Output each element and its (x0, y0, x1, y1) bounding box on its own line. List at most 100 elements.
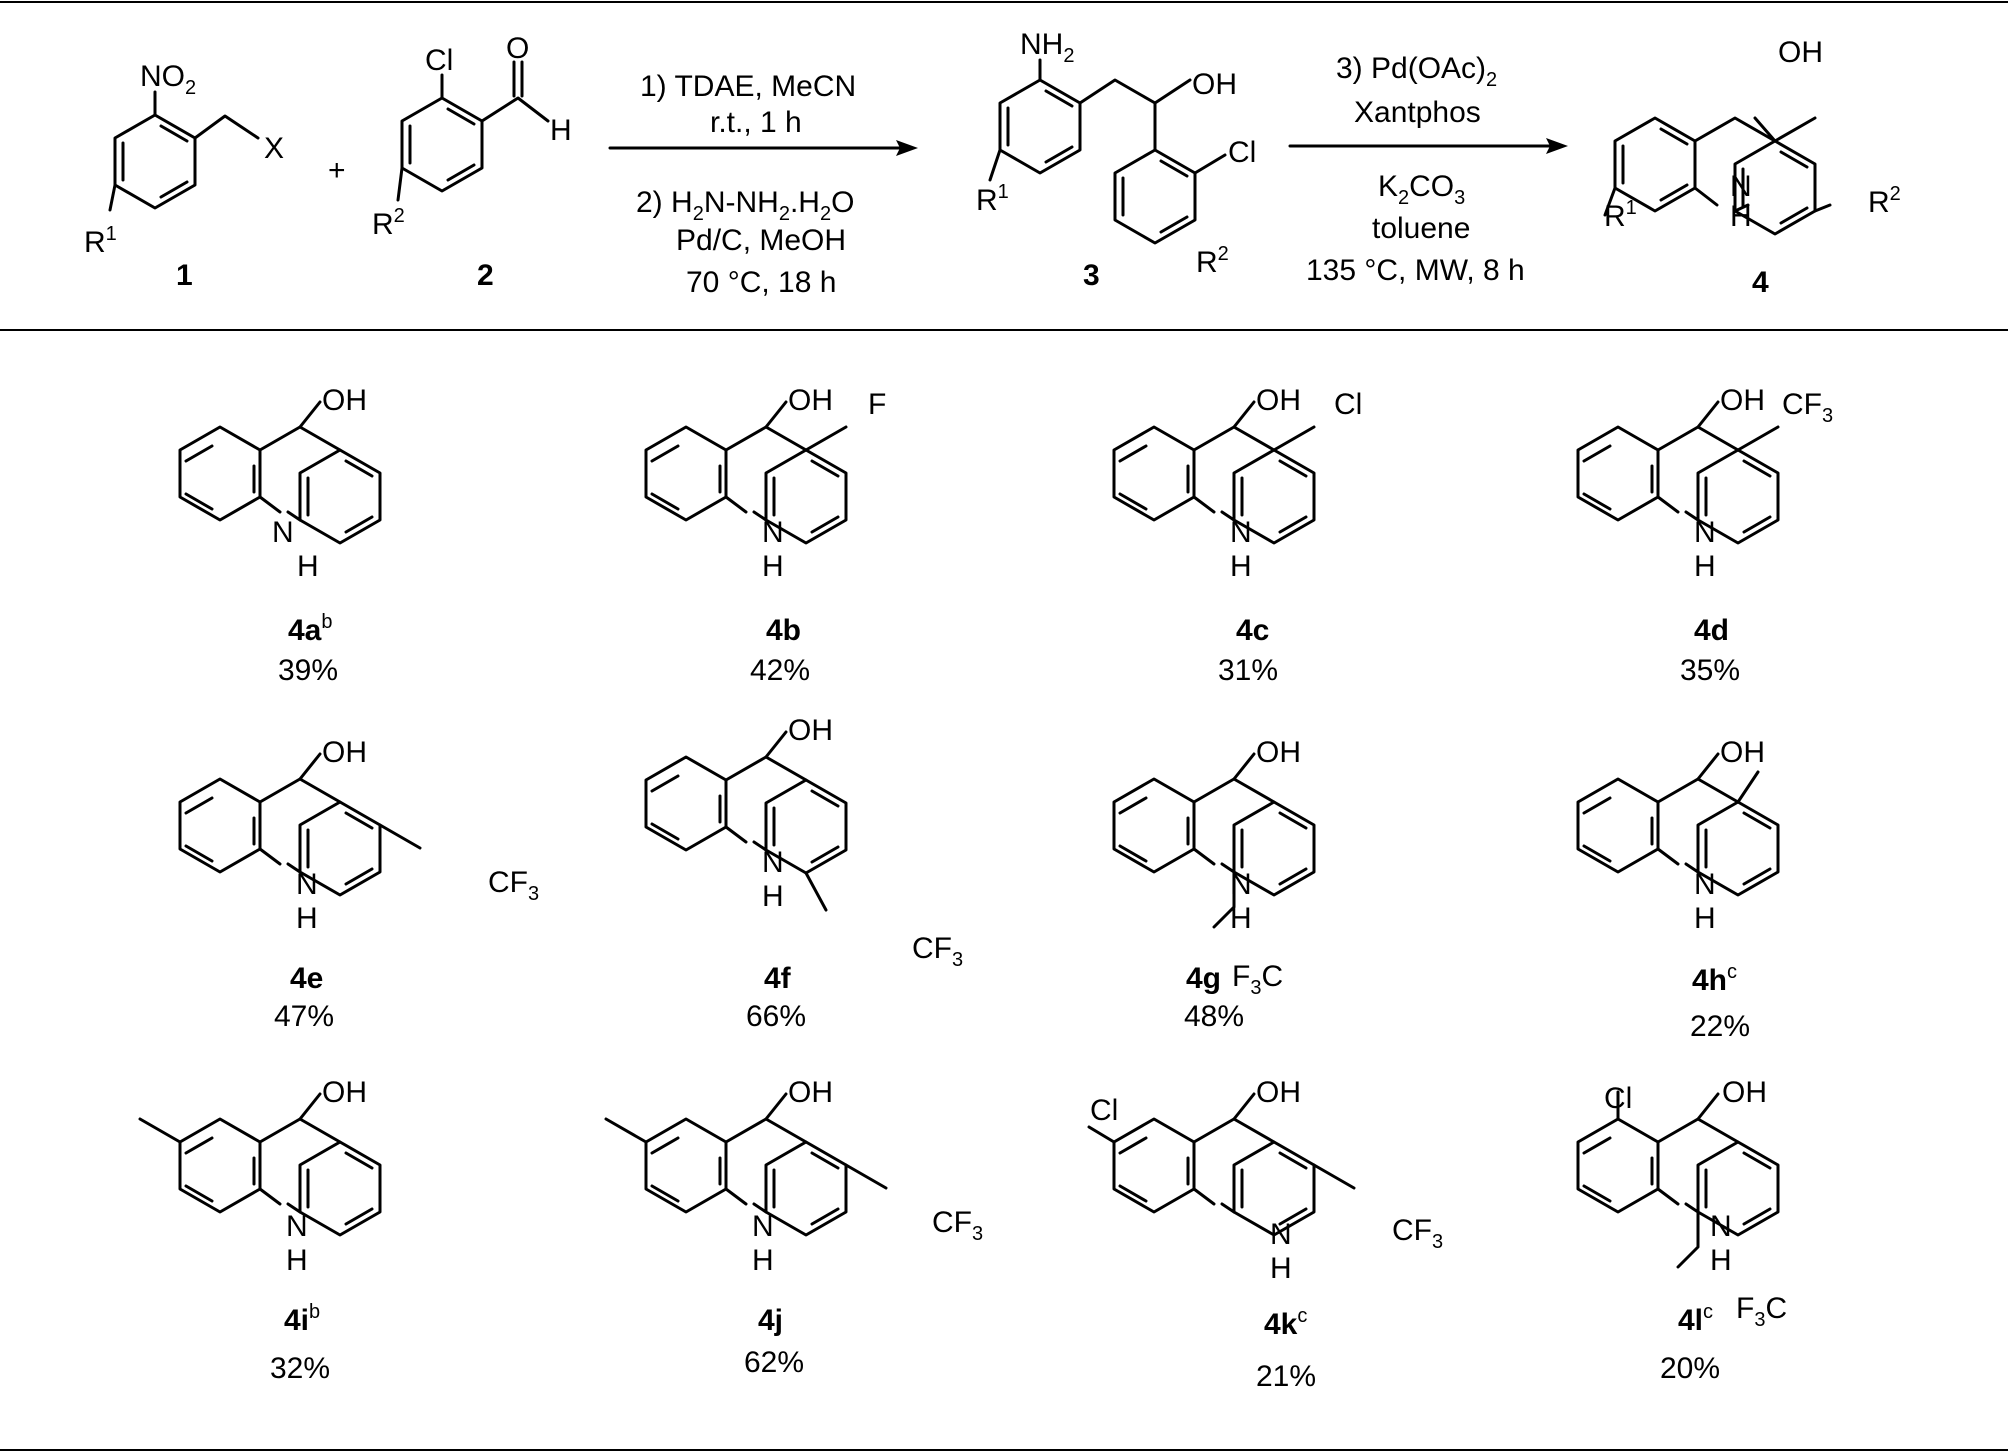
compound-4a-yield: 39% (278, 654, 338, 687)
compound-4d (1576, 400, 1780, 545)
intermediate-3-cl-text: Cl (1228, 136, 1256, 169)
reagent-1-label: 1 (176, 259, 193, 292)
compound-4i-n: N (286, 1210, 308, 1243)
reagent-2-cl-text: Cl (425, 44, 453, 77)
reagent-1-no2-text: NO2 (140, 60, 196, 99)
compound-4i-id: 4ib (284, 1301, 320, 1337)
reagent-1-r-text: R1 (84, 223, 117, 259)
reagent-1-x-text: X (264, 132, 284, 165)
product-4-oh-text: OH (1778, 36, 1823, 69)
arrow-1-top-line-1: 1) TDAE, MeCN (640, 70, 856, 103)
compound-4j (604, 1092, 888, 1237)
compound-4h-yield: 22% (1690, 1010, 1750, 1043)
compound-4e-id: 4e (290, 962, 323, 995)
compound-4k-id: 4kc (1264, 1305, 1307, 1341)
arrow-2-top-line-2: Xantphos (1354, 96, 1481, 129)
product-4-r1-text: R1 (1604, 197, 1637, 233)
intermediate-3-r1-text: R1 (976, 181, 1009, 217)
arrow-2-top-line-1: 3) Pd(OAc)2 (1336, 52, 1497, 91)
compound-4e (178, 752, 422, 897)
compound-4d-yield: 35% (1680, 654, 1740, 687)
compound-4i (138, 1092, 382, 1237)
compound-4l-n: N (1710, 1210, 1732, 1243)
compound-4a-h: H (297, 550, 319, 583)
compound-4d-sub: CF3 (1782, 388, 1833, 427)
arrow-2-bottom-line-2: toluene (1372, 212, 1470, 245)
compound-4e-n: N (296, 868, 318, 901)
compound-4b-sub: F (868, 388, 886, 421)
product-4-n-text: N (1730, 170, 1752, 203)
arrow-1-top-line-2: r.t., 1 h (710, 106, 802, 139)
reagent-2-structure (396, 60, 550, 202)
compound-4l-sub2: Cl (1604, 1082, 1632, 1115)
compound-4g-oh: OH (1256, 736, 1301, 769)
compound-4b-oh: OH (788, 384, 833, 417)
reagent-2-o-text: O (506, 32, 529, 65)
compound-4k-sub: CF3 (1392, 1214, 1443, 1253)
compound-4g-yield: 48% (1184, 1000, 1244, 1033)
compound-4j-h: H (752, 1244, 774, 1277)
compound-4i-oh: OH (322, 1076, 367, 1109)
compound-4f-n: N (762, 846, 784, 879)
intermediate-3-structure (988, 58, 1227, 245)
compound-4d-id: 4d (1694, 614, 1729, 647)
compound-4b-h: H (762, 550, 784, 583)
compound-4d-n: N (1694, 516, 1716, 549)
compound-4d-h: H (1694, 550, 1716, 583)
reagent-1-structure (108, 90, 260, 212)
compound-4b-id: 4b (766, 614, 801, 647)
compound-4k-h: H (1270, 1252, 1292, 1285)
compound-4h-n: N (1694, 868, 1716, 901)
compound-4g-h: H (1230, 902, 1252, 935)
compound-4j-sub: CF3 (932, 1206, 983, 1245)
product-4-structure (1603, 116, 1832, 236)
compound-4b (644, 400, 848, 545)
intermediate-3-r2-text: R2 (1196, 243, 1229, 279)
compound-4d-oh: OH (1720, 384, 1765, 417)
product-4-h-text: H (1730, 200, 1752, 233)
compound-4i-h: H (286, 1244, 308, 1277)
compound-4f-yield: 66% (746, 1000, 806, 1033)
intermediate-3-oh-text: OH (1192, 68, 1237, 101)
compound-4k-n: N (1270, 1218, 1292, 1251)
compound-4k-yield: 21% (1256, 1360, 1316, 1393)
compound-4i-yield: 32% (270, 1352, 330, 1385)
compound-4b-yield: 42% (750, 654, 810, 687)
compound-4h-h: H (1694, 902, 1716, 935)
compound-4e-oh: OH (322, 736, 367, 769)
arrow-2-bottom-line-3: 135 °C, MW, 8 h (1306, 254, 1525, 287)
arrow-1-bottom-line-3: 70 °C, 18 h (686, 266, 836, 299)
compound-4a-id: 4ab (288, 611, 333, 647)
compound-4f-id: 4f (764, 962, 792, 995)
compound-4g-id: 4g (1186, 962, 1221, 995)
compound-4e-yield: 47% (274, 1000, 334, 1033)
compound-4c-h: H (1230, 550, 1252, 583)
compound-4g (1112, 752, 1316, 929)
compound-4f-h: H (762, 880, 784, 913)
compound-4j-n: N (752, 1210, 774, 1243)
compound-4a-nh: N (272, 516, 294, 549)
compound-4g-sub: F3C (1232, 960, 1283, 999)
plus-sign: + (328, 154, 346, 187)
compound-4l-id: 4lc (1678, 1301, 1713, 1337)
compound-4g-n: N (1230, 868, 1252, 901)
compound-4c-yield: 31% (1218, 654, 1278, 687)
compound-4e-h: H (296, 902, 318, 935)
arrow-1 (608, 140, 918, 156)
compound-4j-id: 4j (758, 1304, 783, 1337)
reagent-2-h-text: H (550, 114, 572, 147)
compound-4h-id: 4hc (1692, 961, 1737, 997)
reagent-2-label: 2 (477, 259, 494, 292)
compound-4f-sub: CF3 (912, 932, 963, 971)
arrow-1-bottom-line-1: 2) H2N-NH2.H2O (636, 186, 854, 225)
compound-4h (1576, 752, 1780, 897)
compound-4f-oh: OH (788, 714, 833, 747)
compound-4c (1112, 400, 1316, 545)
compound-4c-id: 4c (1236, 614, 1269, 647)
compound-4b-n: N (762, 516, 784, 549)
arrow-2-bottom-line-1: K2CO3 (1378, 170, 1465, 209)
arrow-2 (1288, 138, 1568, 154)
compound-4f (644, 730, 848, 912)
intermediate-3-nh2-text: NH2 (1020, 28, 1074, 67)
compound-4l-oh: OH (1722, 1076, 1767, 1109)
